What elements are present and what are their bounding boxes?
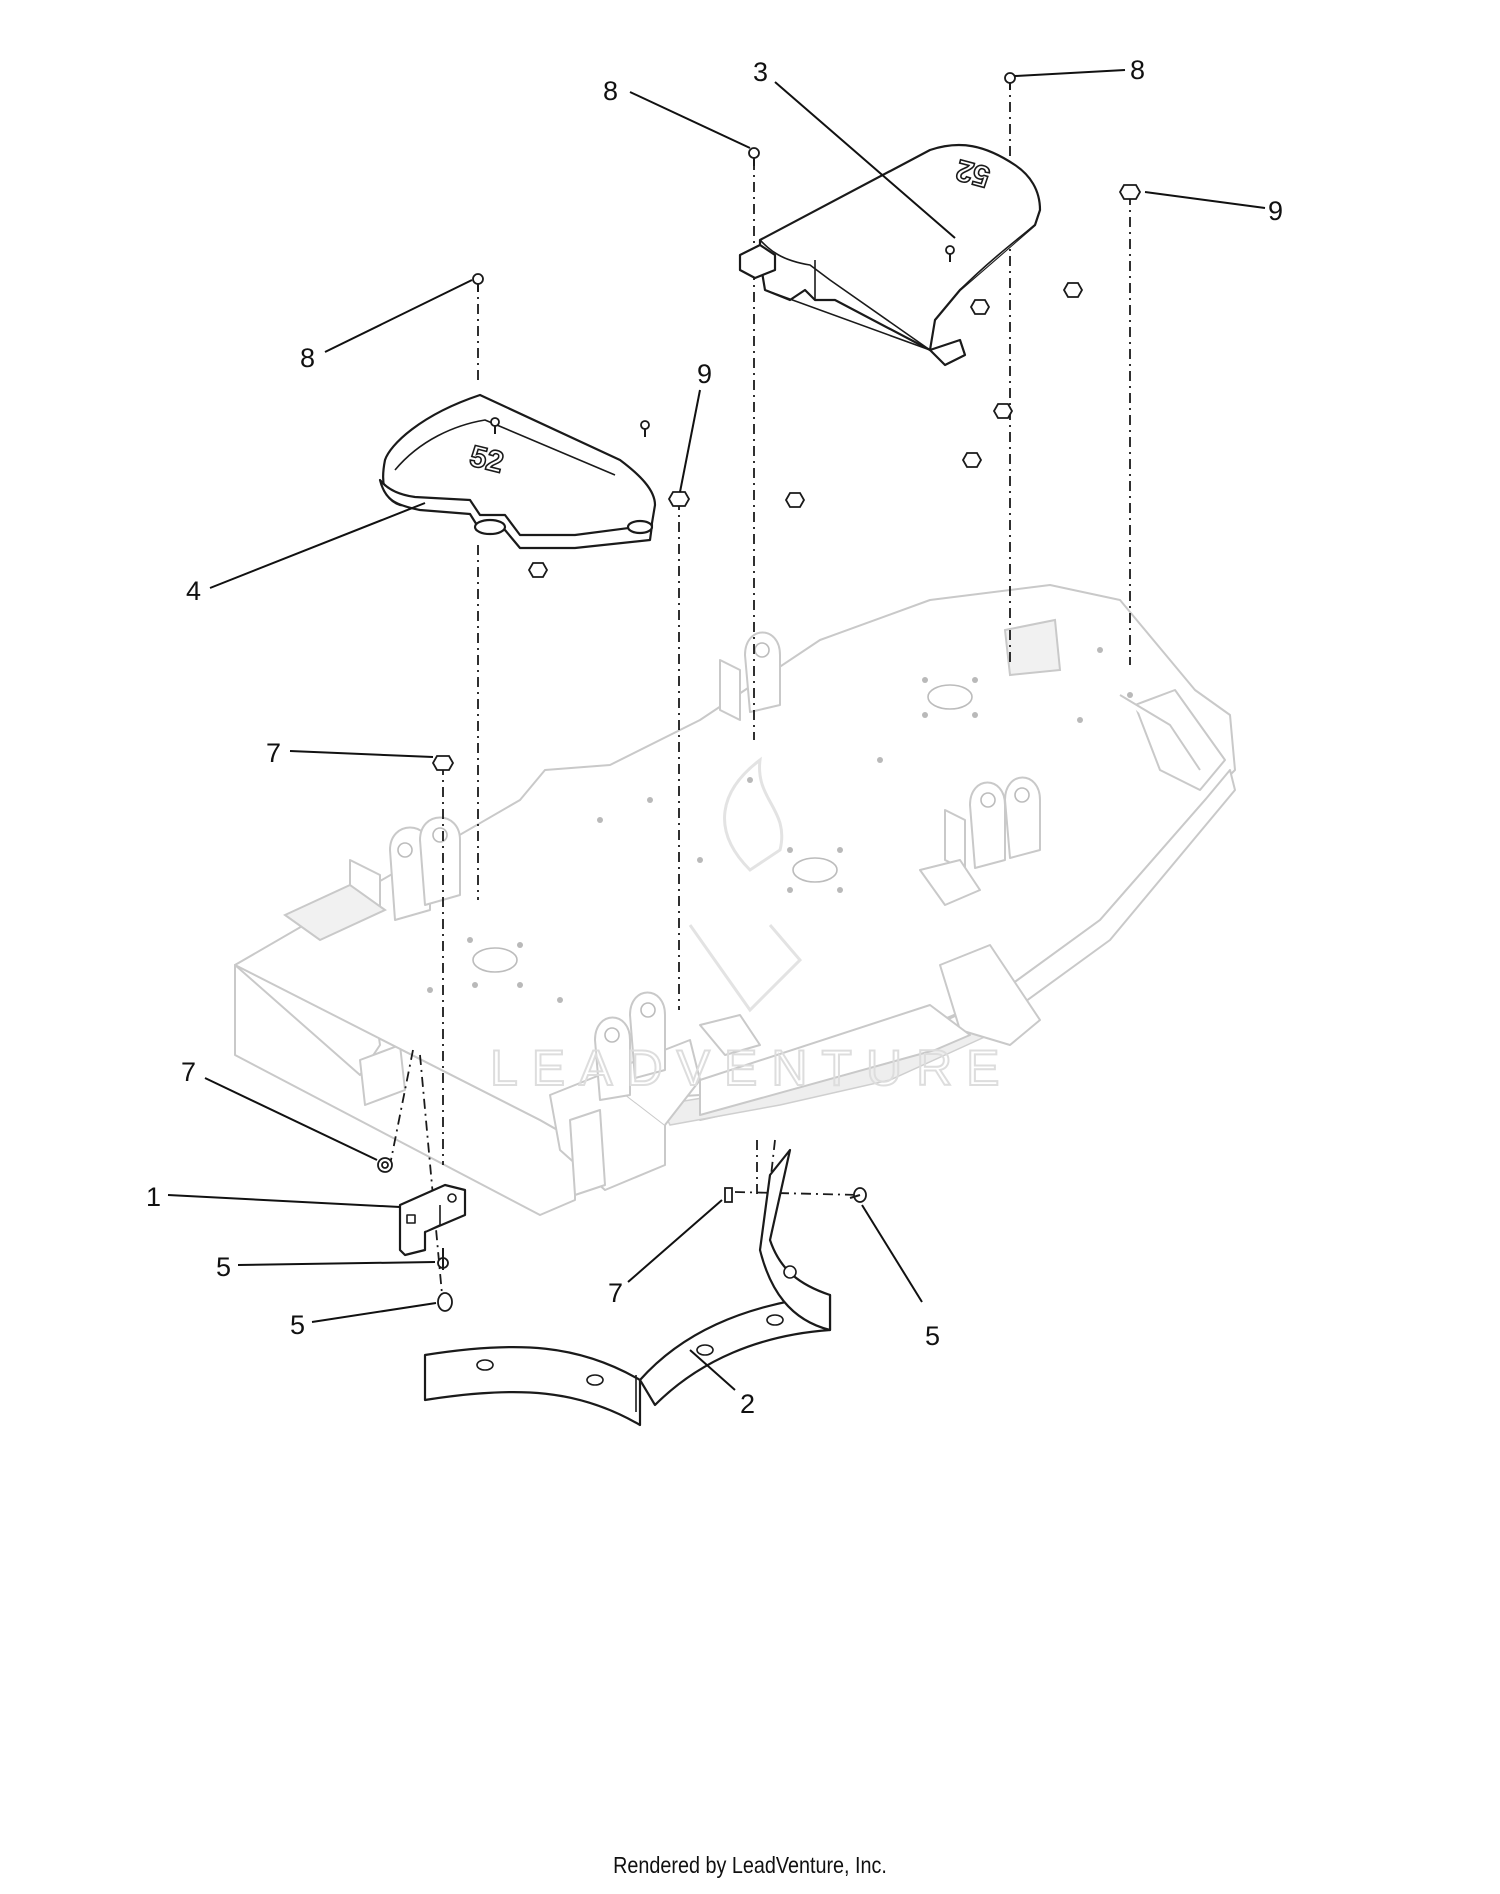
bolt-icon	[1004, 72, 1016, 90]
callout-8: 8	[603, 76, 618, 106]
nut-icon	[431, 755, 455, 771]
watermark: LEADVENTURE	[489, 756, 1014, 1097]
footer-credit: Rendered by LeadVenture, Inc.	[613, 1852, 887, 1878]
callout-2: 2	[740, 1389, 755, 1419]
callout-9: 9	[1268, 196, 1283, 226]
callout-3: 3	[753, 57, 768, 87]
callout-8: 8	[300, 343, 315, 373]
nut-icon	[667, 491, 691, 507]
nut-icon	[992, 403, 1014, 419]
watermark-text: LEADVENTURE	[490, 1040, 1014, 1096]
bolt-icon	[849, 1187, 867, 1203]
callout-1: 1	[146, 1182, 161, 1212]
callout-5: 5	[290, 1310, 305, 1340]
bolt-icon	[490, 417, 500, 434]
callout-7: 7	[266, 738, 281, 768]
washer-icon	[377, 1157, 393, 1173]
nut-icon	[1118, 184, 1142, 200]
bolt-icon	[472, 273, 484, 292]
leader-lines	[167, 69, 1266, 1391]
callout-7: 7	[181, 1057, 196, 1087]
nut-icon	[527, 562, 549, 578]
callout-5: 5	[216, 1252, 231, 1282]
bolt-icon	[945, 245, 955, 262]
left-spindle-cover: 52	[378, 393, 657, 550]
callout-5: 5	[925, 1321, 940, 1351]
skirt-part-2	[423, 1148, 832, 1427]
nut-icon	[969, 299, 991, 315]
callout-4: 4	[186, 576, 201, 606]
hardware	[377, 72, 1142, 1312]
callout-7: 7	[608, 1278, 623, 1308]
bolt-icon	[748, 147, 760, 166]
right-spindle-cover: 52	[738, 143, 1042, 367]
bolt-icon	[437, 1248, 449, 1270]
callout-8: 8	[1130, 55, 1145, 85]
nut-icon	[784, 492, 806, 508]
callout-numbers: 8 3 8 9 8 9 4 7 7 1 5 5 7 5 2	[146, 55, 1283, 1419]
mower-deck	[234, 584, 1236, 1216]
bolt-icon	[724, 1187, 733, 1203]
bracket-part-1	[398, 1183, 467, 1257]
nut-icon	[1062, 282, 1084, 298]
callout-9: 9	[697, 359, 712, 389]
nut-icon	[961, 452, 983, 468]
bolt-icon	[437, 1292, 453, 1312]
bolt-icon	[640, 420, 650, 437]
